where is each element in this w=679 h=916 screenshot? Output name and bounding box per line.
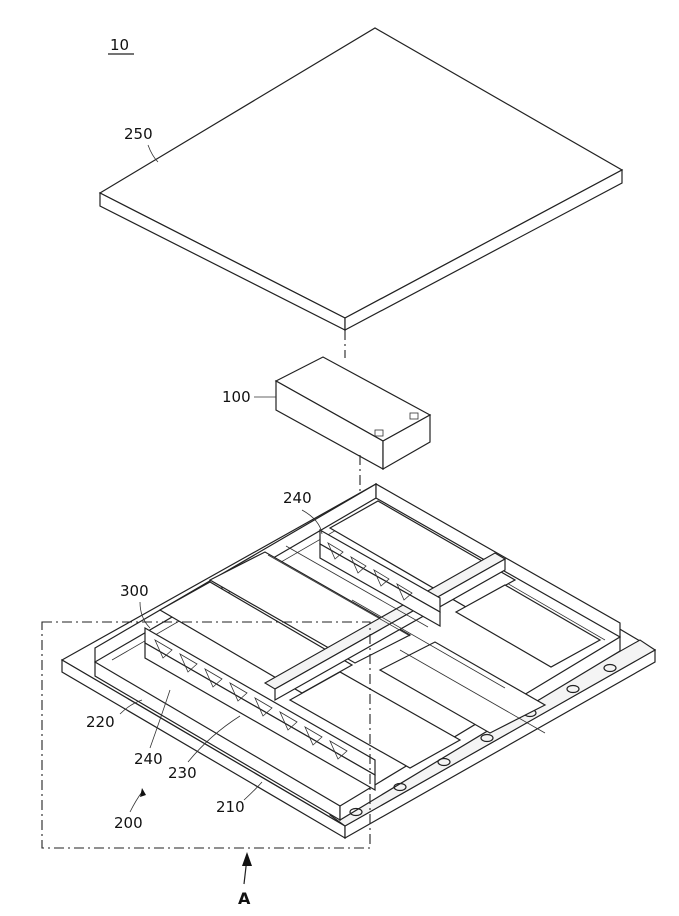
figure-reference-number: 10: [110, 36, 129, 54]
label-divider: 230: [168, 764, 197, 782]
label-partition-left: 240: [134, 750, 163, 768]
leader-tray-arrowhead: [140, 788, 146, 797]
label-side-wall: 220: [86, 713, 115, 731]
label-module: 100: [222, 388, 251, 406]
leader-tray: [130, 792, 142, 812]
label-cover: 250: [124, 125, 153, 143]
label-tray: 200: [114, 814, 143, 832]
label-view-arrow: A: [238, 889, 251, 908]
label-support: 300: [120, 582, 149, 600]
tray: [62, 484, 655, 838]
label-base-plate: 210: [216, 798, 245, 816]
cover-plate: [100, 28, 622, 330]
label-partition-top: 240: [283, 489, 312, 507]
battery-module: [276, 357, 430, 469]
view-arrow-head: [242, 852, 252, 866]
